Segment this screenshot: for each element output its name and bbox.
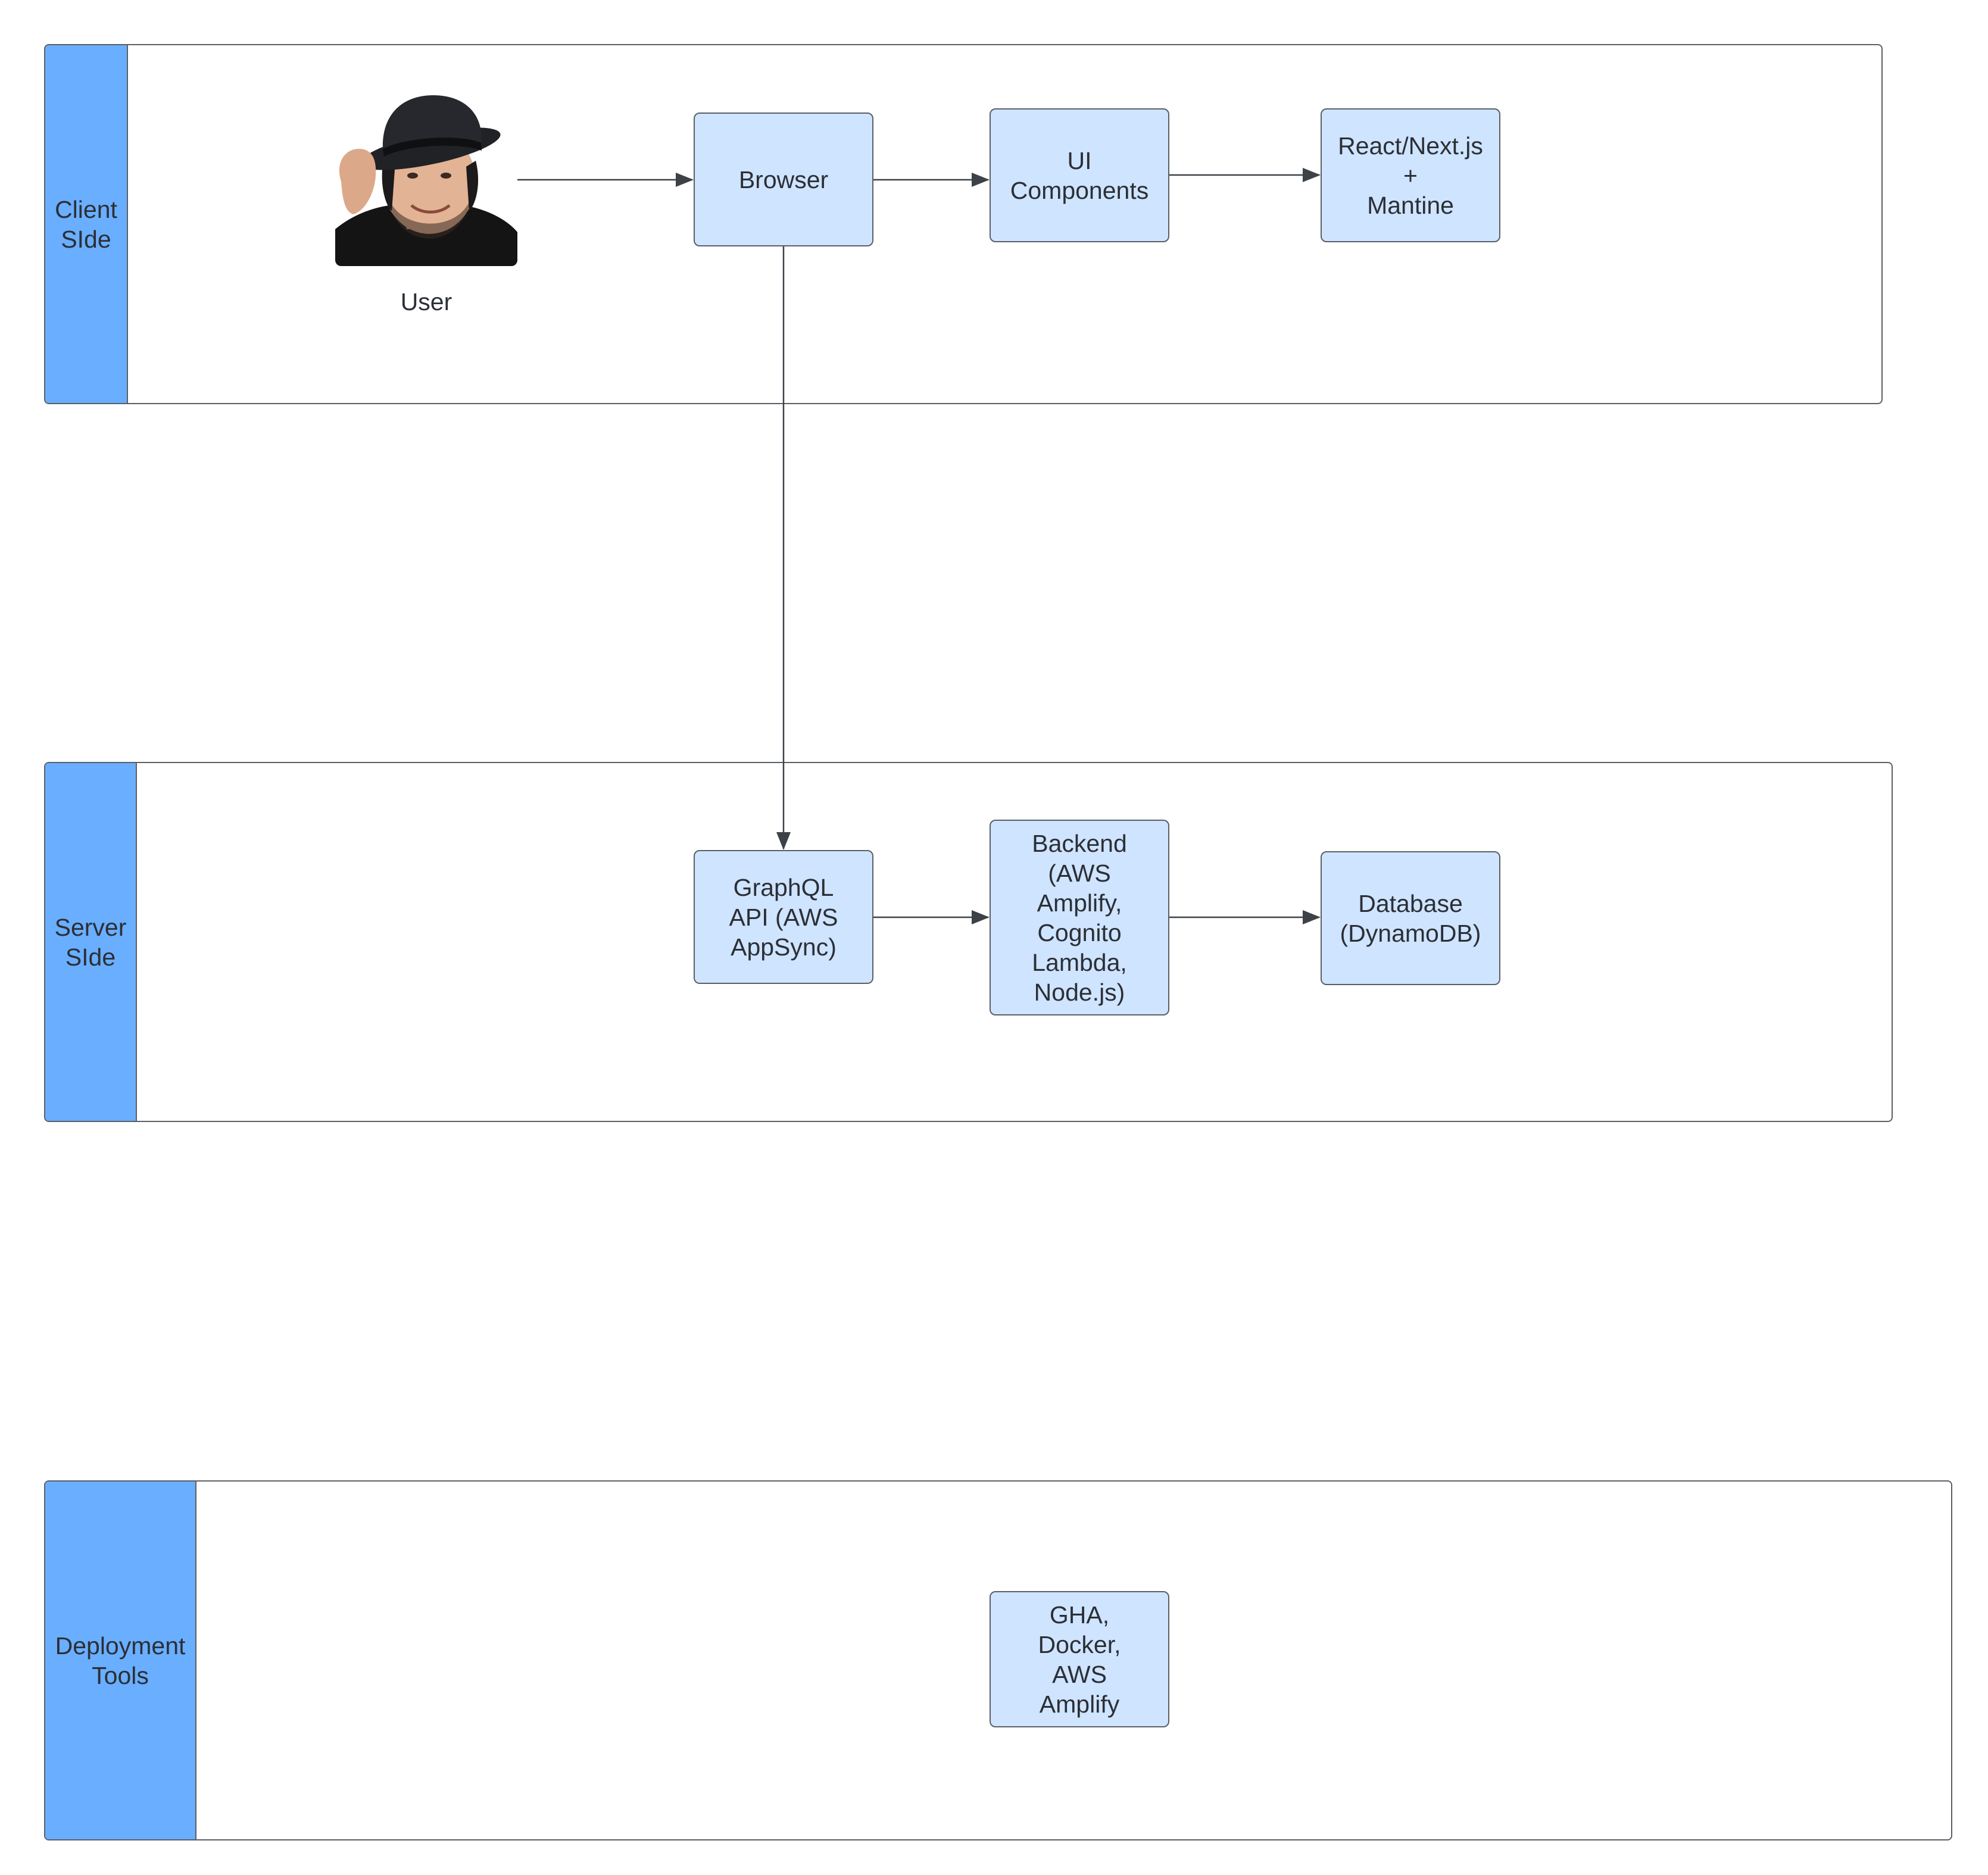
deployment-tools-lane-title: Deployment Tools [55, 1632, 186, 1689]
server-side-lane: Server SIde [44, 762, 1893, 1122]
deployment-tools-lane-header: Deployment Tools [45, 1482, 196, 1839]
client-side-lane-header: Client SIde [45, 45, 128, 403]
user-photo-icon [335, 92, 517, 266]
user-label: User [400, 288, 452, 315]
server-side-lane-title: Server SIde [54, 913, 127, 971]
react-next-mantine-node[interactable]: React/Next.js + Mantine [1321, 108, 1500, 242]
graphql-api-node[interactable]: GraphQL API (AWS AppSync) [694, 850, 873, 984]
client-side-lane-title: Client SIde [55, 195, 117, 253]
server-side-lane-header: Server SIde [45, 763, 137, 1121]
deployment-tools-node[interactable]: GHA, Docker, AWS Amplify [990, 1591, 1169, 1727]
backend-node[interactable]: Backend (AWS Amplify, Cognito Lambda, No… [990, 820, 1169, 1015]
database-node[interactable]: Database (DynamoDB) [1321, 851, 1500, 985]
browser-node[interactable]: Browser [694, 112, 873, 246]
ui-components-node[interactable]: UI Components [990, 108, 1169, 242]
